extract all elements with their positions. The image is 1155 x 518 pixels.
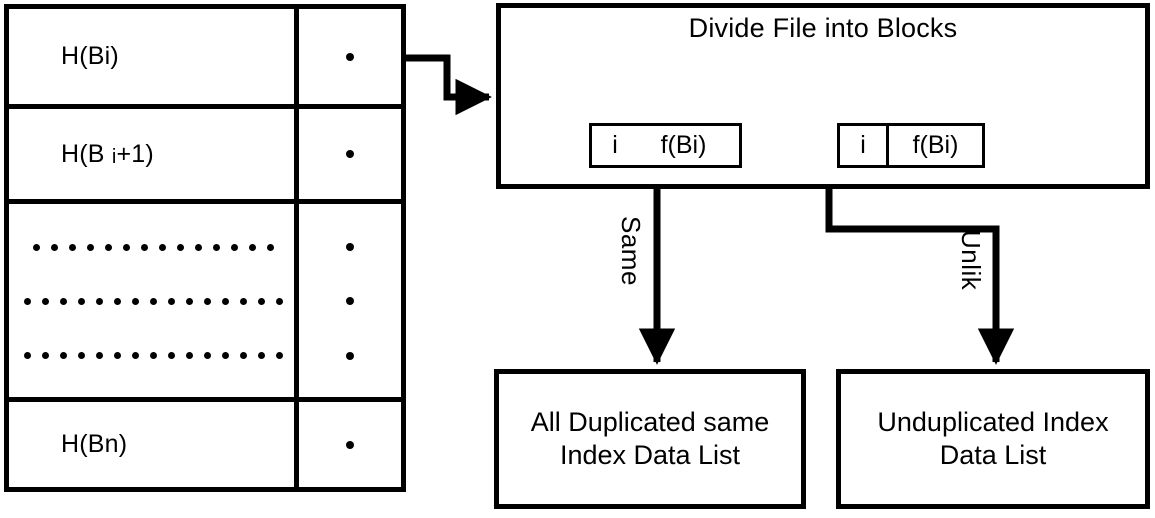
duplicated-box-text: All Duplicated same Index Data List — [499, 406, 801, 472]
dot-leader-row — [9, 352, 294, 360]
table-row-marker — [299, 104, 401, 199]
dot-leader-row — [9, 243, 294, 251]
hash-table-marker-column — [294, 9, 401, 487]
unduplicated-box-line2: Data List — [939, 440, 1047, 470]
duplicated-index-data-list-box: All Duplicated same Index Data List — [494, 369, 806, 509]
process-box-title: Divide File into Blocks — [688, 13, 958, 43]
same-edge-label: Same — [616, 216, 646, 286]
marker-dot-stack — [299, 204, 401, 397]
block-tuple-right-value: f(Bi) — [886, 126, 982, 165]
dot-leader-row — [9, 297, 294, 305]
marker-dot — [346, 351, 354, 360]
unduplicated-index-data-list-box: Unduplicated Index Data List — [836, 369, 1150, 509]
marker-dot — [346, 243, 354, 252]
duplicated-box-line1: All Duplicated same — [530, 407, 770, 438]
unlike-edge-label: Unlik — [956, 230, 986, 291]
hash-index-table: H(Bi) H(B i+1) H — [4, 4, 406, 492]
table-row: H(B i+1) — [9, 104, 294, 199]
block-tuple-left-value: f(Bi) — [660, 131, 707, 159]
unduplicated-box-line1: Unduplicated Index — [877, 407, 1109, 438]
block-tuple-left: i f(Bi) — [589, 123, 742, 168]
marker-dot — [346, 52, 354, 61]
table-row: H(Bi) — [9, 9, 294, 104]
block-tuple-right-index: i — [860, 131, 866, 159]
divide-file-into-blocks-box: Divide File into Blocks i f(Bi) i f(Bi) — [496, 3, 1150, 189]
hash-label-bi-plus-1: H(B i+1) — [61, 139, 154, 168]
marker-dot — [346, 150, 354, 158]
table-row-marker — [299, 397, 401, 487]
unduplicated-box-text: Unduplicated Index Data List — [841, 406, 1145, 472]
hash-label-bi: H(Bi) — [61, 42, 119, 70]
marker-dot — [346, 440, 354, 449]
block-tuple-left-index: i — [612, 131, 618, 159]
table-row-ellipsis-group — [9, 199, 294, 397]
duplicated-box-line2: Index Data List — [559, 440, 741, 470]
marker-dot — [346, 297, 354, 306]
hash-label-bn: H(Bn) — [61, 430, 128, 458]
table-row-marker-group — [299, 199, 401, 397]
dot-leader-stack — [9, 204, 294, 397]
table-to-process-connector — [404, 54, 492, 116]
table-row: H(Bn) — [9, 397, 294, 487]
block-tuple-right: i f(Bi) — [837, 123, 985, 168]
table-row-marker — [299, 9, 401, 104]
hash-table-label-column: H(Bi) H(B i+1) H — [9, 9, 294, 487]
